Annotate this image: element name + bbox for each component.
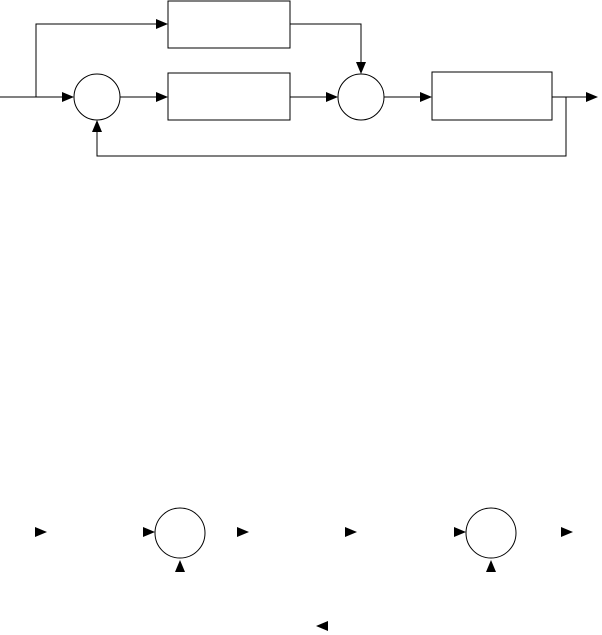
arrowhead <box>486 560 496 572</box>
arrowhead <box>420 92 432 102</box>
summing-junction-1 <box>73 73 121 121</box>
summing-junction-3 <box>154 507 206 559</box>
feedforward-to-junction-line <box>290 23 362 62</box>
forward-block-2 <box>431 71 553 121</box>
arrowhead <box>345 527 357 537</box>
arrowhead <box>35 527 47 537</box>
arrowhead <box>316 621 328 631</box>
arrowhead <box>326 92 338 102</box>
arrowhead <box>356 62 366 74</box>
arrowhead <box>143 527 155 537</box>
summing-junction-4 <box>465 507 517 559</box>
forward-block-1 <box>167 72 291 121</box>
arrowhead <box>454 527 466 537</box>
arrowhead <box>62 92 74 102</box>
arrowhead <box>237 527 249 537</box>
feedforward-branch-line <box>35 23 156 97</box>
summing-junction-2 <box>337 73 385 121</box>
feedback-line <box>96 97 567 157</box>
arrowhead <box>561 527 573 537</box>
arrowhead <box>92 120 102 132</box>
arrowhead <box>156 19 168 29</box>
arrowhead <box>586 92 598 102</box>
arrowhead <box>175 560 185 572</box>
feedforward-block <box>167 0 291 49</box>
arrowhead <box>156 92 168 102</box>
